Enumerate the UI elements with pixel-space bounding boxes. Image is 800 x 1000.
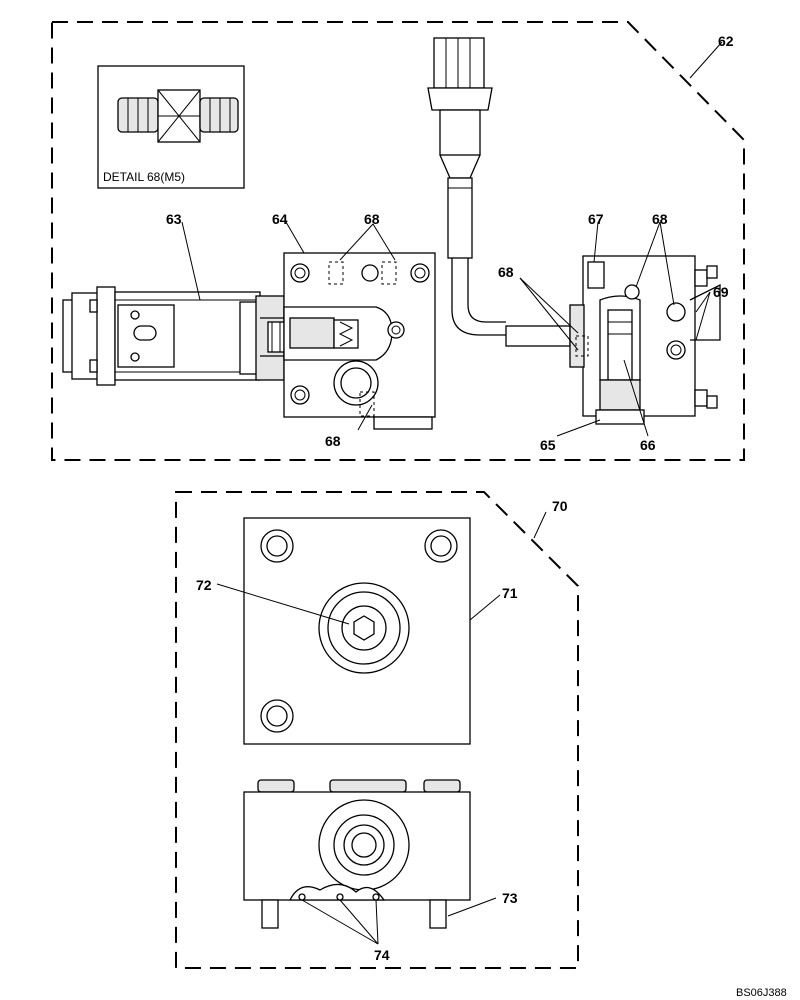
callout-72: 72 (196, 577, 212, 593)
assembly-70-boundary (175, 491, 579, 969)
plate-side-view (243, 779, 471, 929)
drawing-reference: BS06J388 (736, 987, 787, 999)
callout-74: 74 (374, 947, 390, 963)
detail-caption: DETAIL 68(M5) (103, 170, 185, 184)
callout-66: 66 (640, 437, 656, 453)
callout-71: 71 (502, 585, 518, 601)
callout-62: 62 (718, 33, 734, 49)
callout-68-right: 68 (652, 211, 668, 227)
callout-65: 65 (540, 437, 556, 453)
leaders-top (181, 41, 723, 437)
callout-68-mid: 68 (498, 264, 514, 280)
plate-top-view (243, 517, 471, 745)
electrical-connector (427, 37, 571, 347)
callout-68-top: 68 (364, 211, 380, 227)
callout-73: 73 (502, 890, 518, 906)
callout-68-bottom: 68 (325, 433, 341, 449)
solenoid-actuator (62, 286, 301, 386)
callout-69: 69 (713, 284, 729, 300)
leaders-bottom (216, 511, 547, 945)
detail-68-inset: DETAIL 68(M5) (97, 65, 245, 189)
callout-67: 67 (588, 211, 604, 227)
callout-63: 63 (166, 211, 182, 227)
assembly-62-boundary (51, 21, 745, 461)
pressure-valve (569, 255, 721, 425)
valve-body (283, 252, 436, 430)
callout-64: 64 (272, 211, 288, 227)
callout-70: 70 (552, 498, 568, 514)
